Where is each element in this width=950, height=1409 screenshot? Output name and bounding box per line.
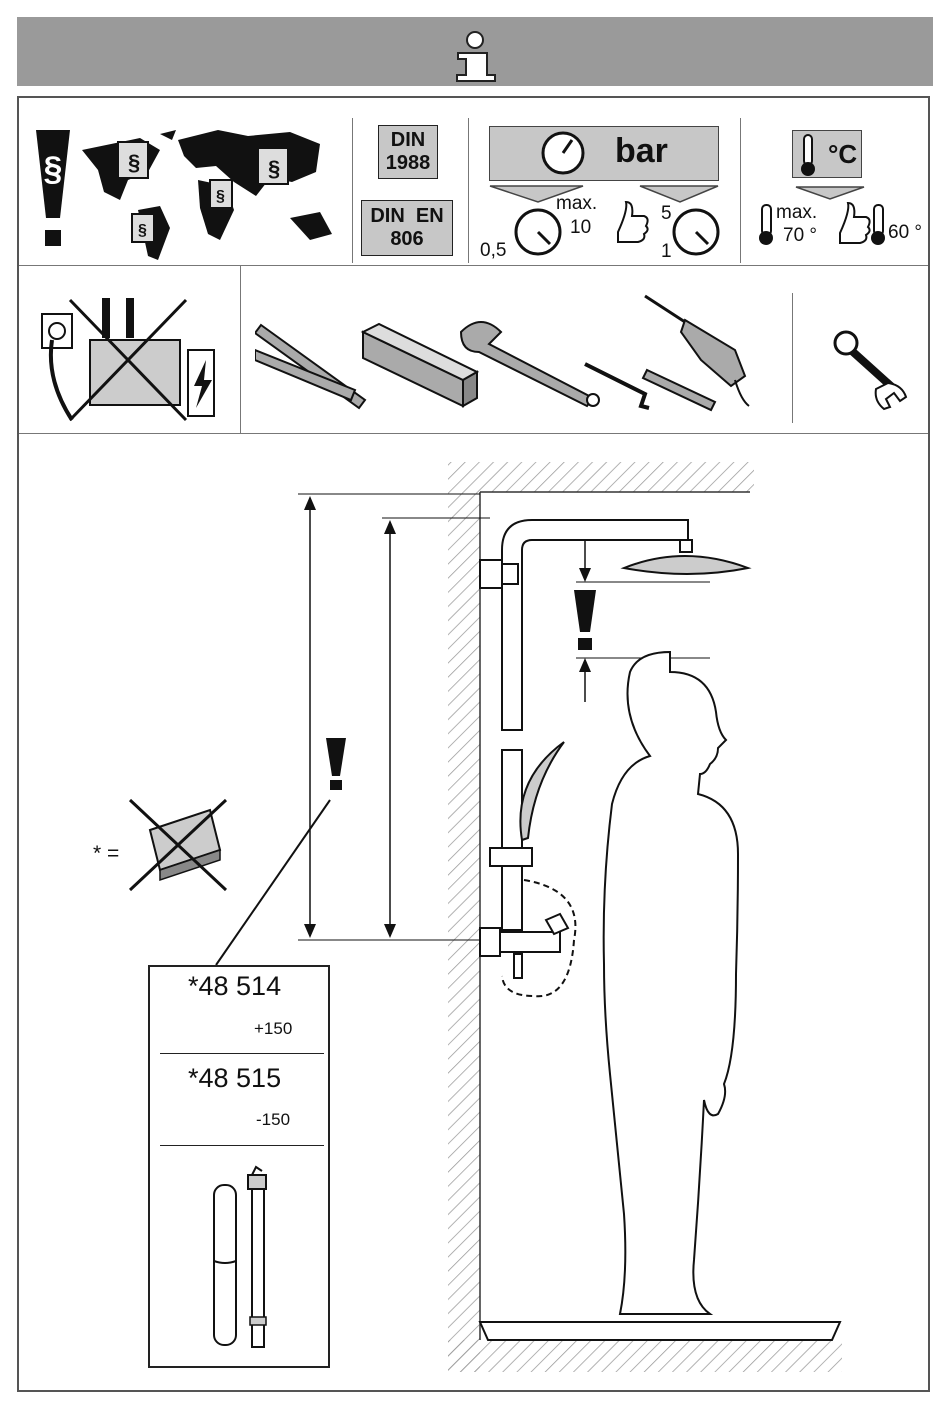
- col-divider: [240, 266, 241, 433]
- temperature-recommended-value: 60 °: [888, 222, 922, 244]
- pressure-recommended-low: 1: [661, 241, 672, 263]
- svg-text:§: §: [216, 188, 225, 205]
- kit-divider: [160, 1053, 324, 1054]
- col-divider: [740, 118, 741, 263]
- pressure-recommended-high: 5: [661, 203, 672, 225]
- col-divider: [468, 118, 469, 263]
- col-divider: [792, 293, 793, 423]
- pencil-icon: [643, 370, 715, 410]
- temperature-unit-label: °C: [828, 139, 857, 170]
- kit-delta-minus-150: -150: [256, 1110, 290, 1130]
- warning-icon: [574, 590, 596, 632]
- floor: [448, 1340, 842, 1372]
- extension-pipes-icon: [200, 1165, 280, 1365]
- electrical-safety-icon: [30, 290, 220, 425]
- spirit-level-icon: [363, 324, 477, 406]
- kit-code-48515: *48 515: [188, 1063, 281, 1094]
- folding-rule-icon: [255, 325, 365, 408]
- adjustable-wrench-icon: [461, 322, 599, 406]
- pressure-max-value: 10: [570, 217, 591, 239]
- din-en-label: DIN EN: [362, 205, 452, 228]
- asterisk-legend: * =: [93, 842, 119, 866]
- extension-kit-box: *48 514 +150 *48 515 -150: [148, 965, 330, 1368]
- pressure-gauges-icon: [478, 120, 728, 270]
- col-divider: [352, 118, 353, 263]
- svg-text:§: §: [128, 150, 140, 175]
- info-icon: [17, 17, 933, 86]
- pressure-min-value: 0,5: [480, 240, 506, 262]
- kit-code-48514: *48 514: [188, 971, 281, 1002]
- regulations-world-map-icon: § § § § §: [20, 110, 350, 270]
- person-silhouette: [604, 652, 738, 1314]
- svg-text:§: §: [44, 150, 63, 188]
- svg-text:§: §: [268, 156, 280, 181]
- row-divider: [19, 433, 928, 434]
- din-1988-badge: DIN 1988: [378, 125, 438, 179]
- power-drill-icon: [645, 296, 749, 406]
- crossed-out-accessory-icon: [130, 800, 226, 890]
- shower-tray: [480, 1322, 840, 1340]
- warning-icon: [326, 738, 346, 776]
- din-label: DIN: [379, 129, 437, 152]
- svg-text:§: §: [138, 222, 147, 239]
- temperature-max-value: 70 °: [783, 225, 817, 247]
- pressure-max-label: max.: [556, 193, 597, 215]
- din-en-number: 806: [362, 228, 452, 251]
- tools-required-icon: [255, 290, 775, 420]
- combination-spanner-icon: [830, 325, 915, 415]
- info-header: [17, 17, 933, 86]
- wall: [448, 492, 480, 1372]
- kit-divider: [160, 1145, 324, 1146]
- din-en-806-badge: DIN EN 806: [361, 200, 453, 256]
- din-year: 1988: [379, 152, 437, 175]
- ceiling: [448, 462, 754, 492]
- kit-delta-plus-150: +150: [254, 1019, 292, 1039]
- pressure-unit-label: bar: [615, 132, 668, 171]
- temperature-max-label: max.: [776, 202, 817, 224]
